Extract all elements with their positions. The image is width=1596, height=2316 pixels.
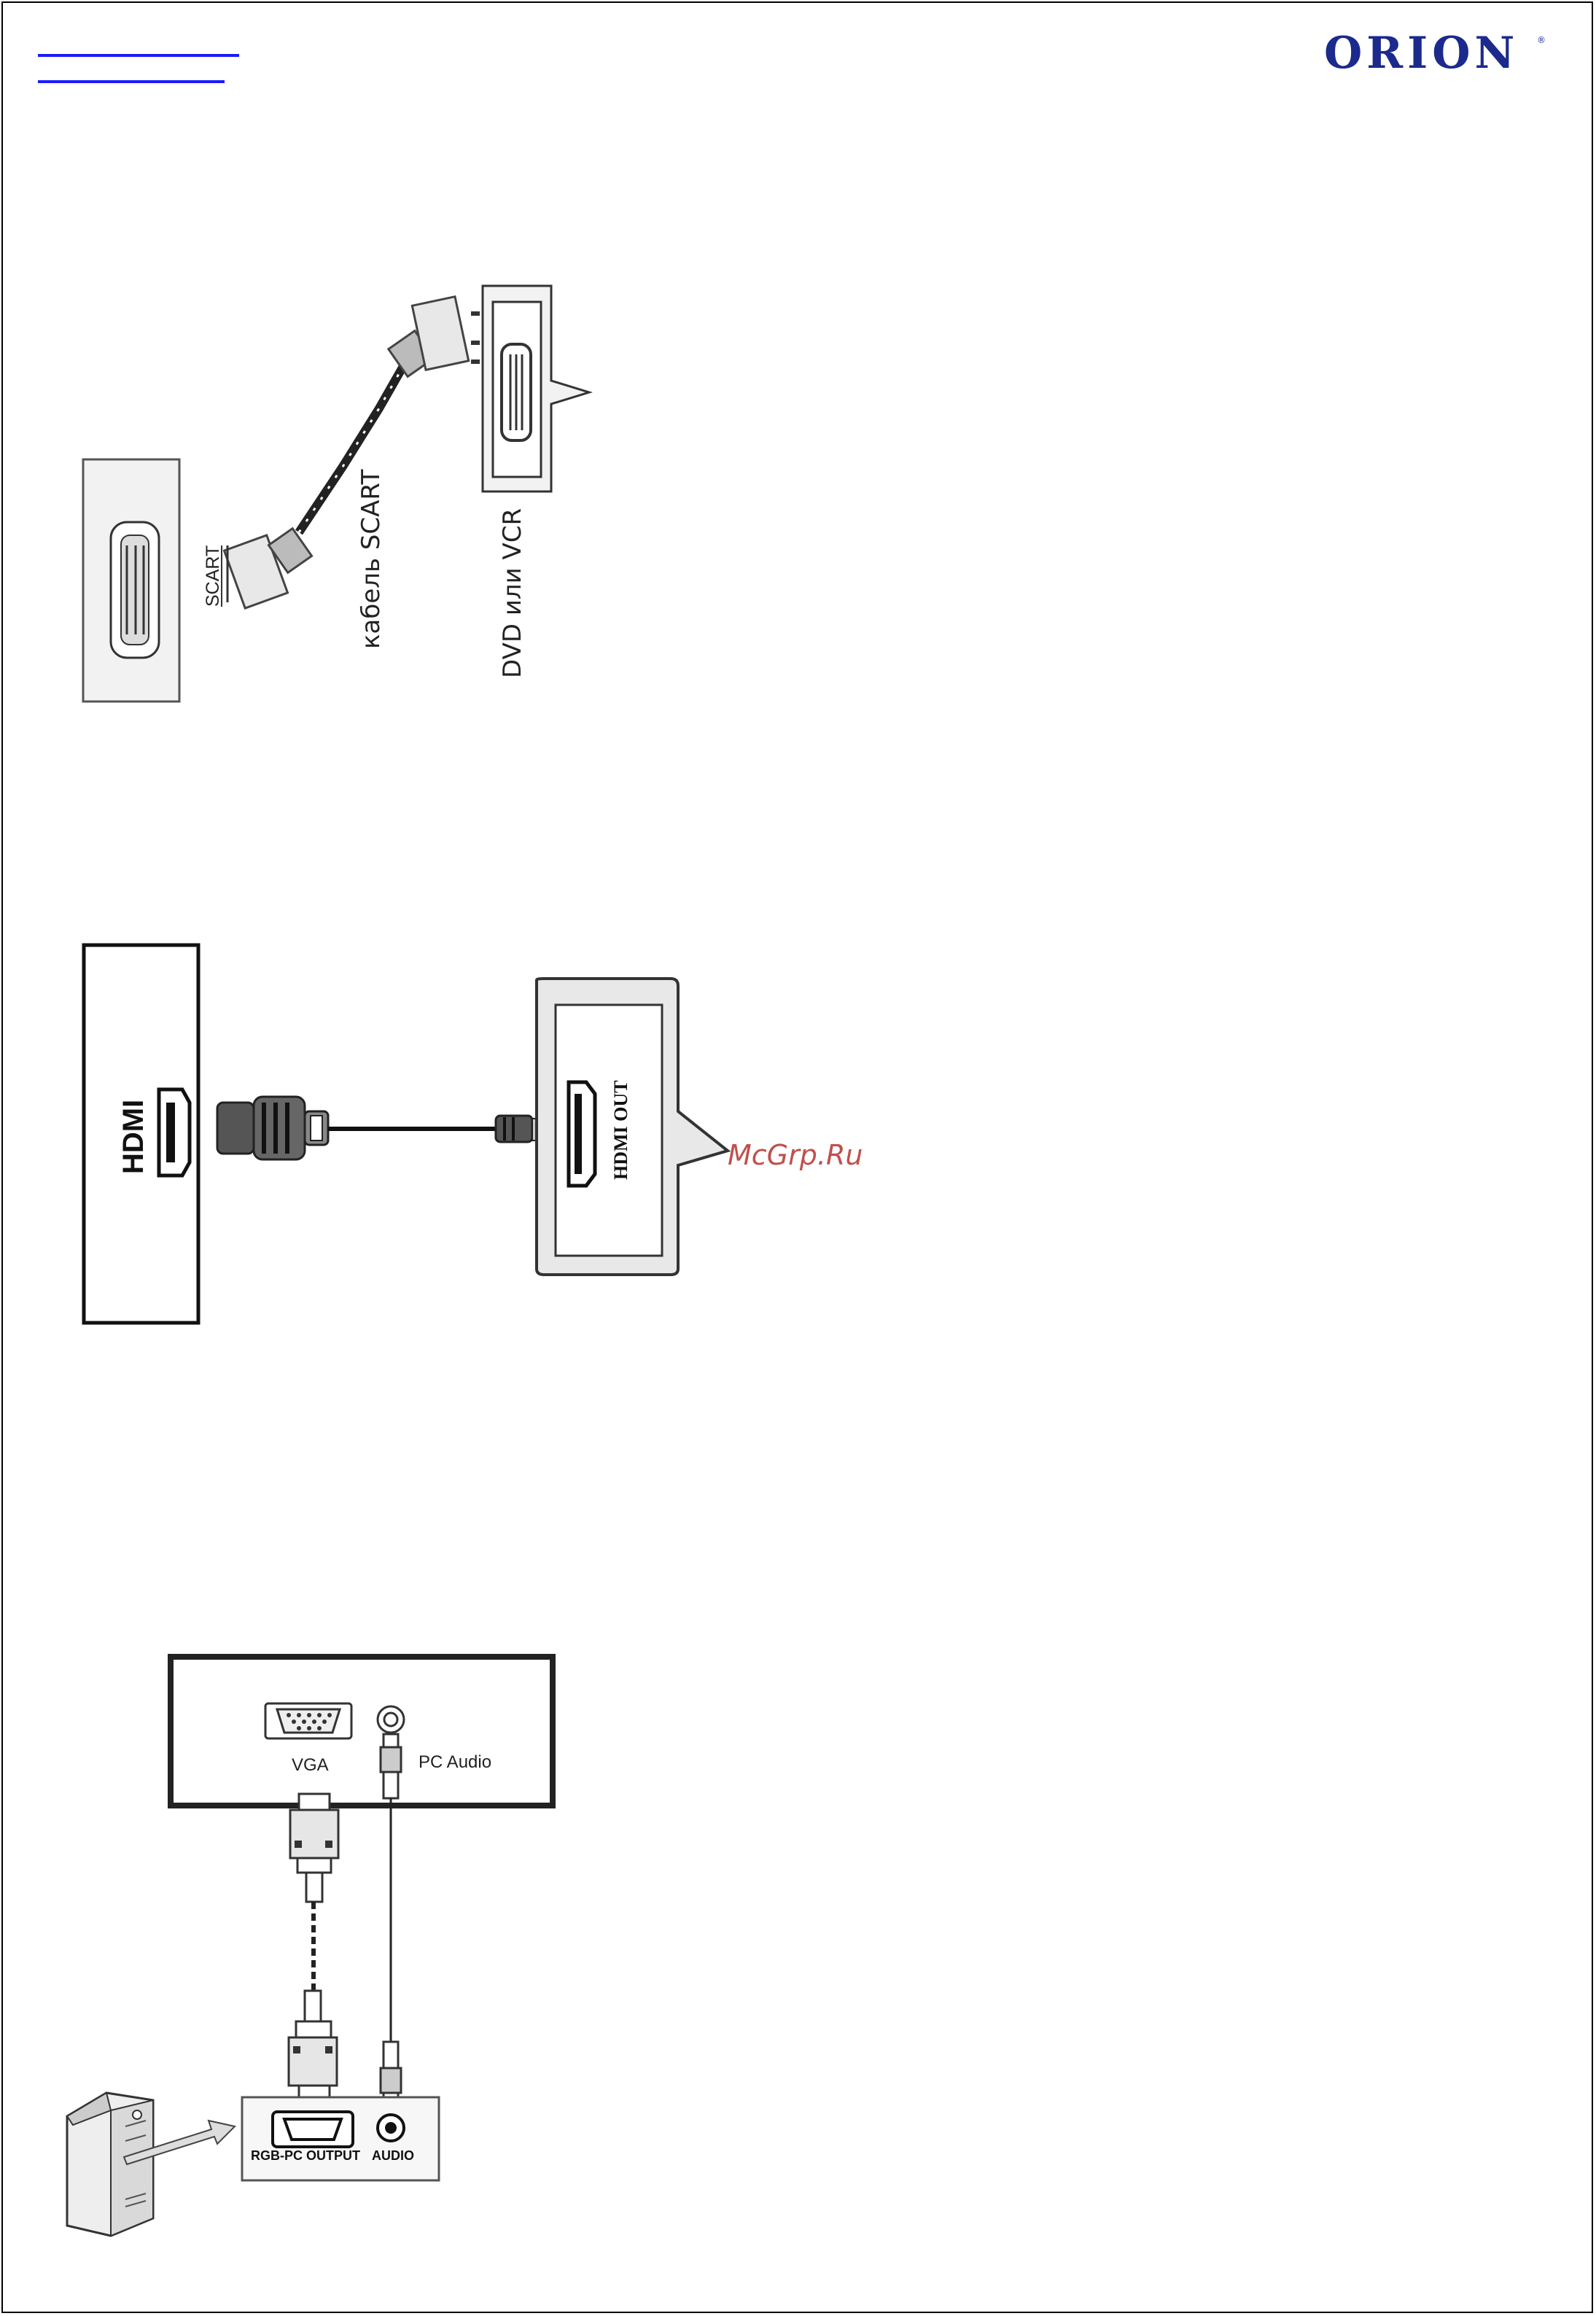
rgb-pc-output-label: RGB-PC OUTPUT: [251, 2148, 360, 2163]
pc-audio-output-jack-icon: [378, 2115, 404, 2141]
vga-plug-top-icon: [290, 1794, 338, 1902]
pc-audio-label: PC Audio: [419, 1752, 491, 1772]
rgb-pc-output-socket-icon: [273, 2112, 353, 2147]
audio-output-label: AUDIO: [372, 2148, 414, 2163]
vga-label: VGA: [292, 1755, 329, 1775]
audio-plug-top-icon: [381, 1734, 401, 1798]
pc-audio-jack-icon: [378, 1706, 404, 1733]
tv-vga-panel: [171, 1657, 553, 1806]
vga-plug-bottom-icon: [289, 1991, 337, 2100]
pc-tower-icon: [67, 2093, 153, 2236]
vga-socket-icon: [265, 1703, 351, 1738]
